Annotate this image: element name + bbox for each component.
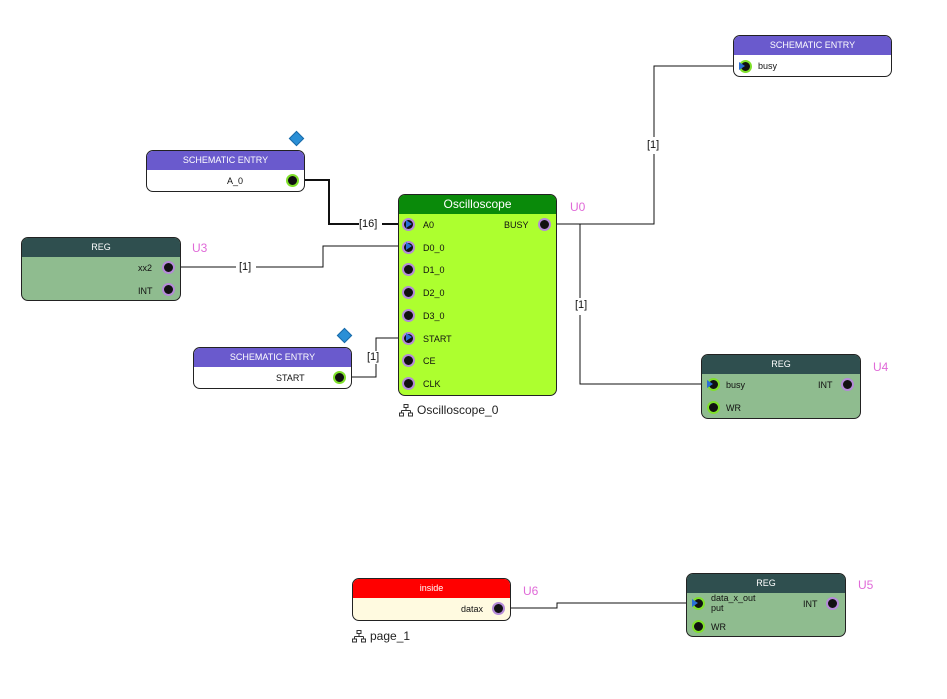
block-header: SCHEMATIC ENTRY [147,151,304,170]
port-start-out[interactable] [333,371,346,384]
oscilloscope-caption: Oscilloscope_0 [399,403,498,417]
instance-label-u5: U5 [858,578,874,592]
input-arrow-icon [692,599,698,607]
input-arrow-icon [406,242,412,251]
port-ce-in[interactable] [402,354,415,368]
port-label-int: INT [803,599,818,609]
wire-a0-bus [300,179,405,225]
input-arrow-icon [406,219,412,228]
port-wr-in[interactable] [692,620,705,633]
block-header: REG [22,238,180,257]
port-busy-out[interactable] [538,218,551,231]
wire-datax [504,602,693,609]
port-xx2[interactable] [162,261,175,274]
block-header: inside [353,579,510,598]
inside-caption: page_1 [352,629,410,643]
port-label-start: START [276,373,305,383]
block-header: SCHEMATIC ENTRY [194,348,351,367]
port-label-data-x-output: data_x_out put [711,593,756,613]
wire-label-busy-down: [1] [575,299,588,312]
port-label-busy: BUSY [504,220,529,230]
port-int[interactable] [162,283,175,296]
port-clk-in[interactable] [402,376,415,390]
port-label-start: START [423,333,452,344]
caption-text: page_1 [370,629,411,643]
port-label-d0-0: D0_0 [423,242,445,253]
schematic-entry-a0[interactable]: SCHEMATIC ENTRY A_0 [146,150,305,192]
wire-label-busy-up: [1] [647,139,660,152]
port-label-int: INT [818,380,833,390]
reg-u5[interactable]: REG data_x_out put WR INT [686,573,846,637]
port-label-a0: A_0 [227,176,244,186]
wire-label-xx2: [1] [239,261,252,274]
block-header: SCHEMATIC ENTRY [734,36,891,55]
port-a0-out[interactable] [286,174,299,187]
reg-u4[interactable]: REG busy WR INT [701,354,861,419]
schematic-entry-start[interactable]: SCHEMATIC ENTRY START [193,347,352,389]
hierarchy-icon [399,404,413,417]
port-label-clk: CLK [423,378,441,389]
input-arrow-icon [707,380,713,388]
block-header: Oscilloscope [399,195,556,214]
port-label-busy: busy [726,380,746,390]
block-header: REG [687,574,845,593]
wire-xx2 [172,245,405,268]
port-label-wr: WR [726,403,741,413]
port-d3-0-in[interactable] [402,308,415,322]
block-header: REG [702,355,860,374]
input-arrow-icon [406,333,412,341]
port-wr-in[interactable] [707,401,720,414]
inside-block[interactable]: inside datax [352,578,511,621]
port-label-d1-0: D1_0 [423,265,445,276]
port-label-a0: A0 [423,220,435,230]
wire-label-start: [1] [367,351,380,364]
port-label-d3-0: D3_0 [423,310,445,321]
port-label-wr: WR [711,622,726,632]
wire-label-a0: [16] [359,218,378,231]
port-d2-0-in[interactable] [402,286,415,300]
wire-busy-up [550,65,740,225]
schematic-entry-busy[interactable]: SCHEMATIC ENTRY busy [733,35,892,77]
wire-busy-down [579,224,708,385]
instance-label-u0: U0 [570,200,586,214]
port-datax-out[interactable] [492,602,505,615]
hierarchy-icon [352,630,366,643]
port-int-out[interactable] [826,597,839,610]
port-label-int: INT [138,286,153,296]
port-d1-0-in[interactable] [402,263,415,277]
port-int-out[interactable] [841,378,854,391]
port-label-datax: datax [461,604,484,614]
port-label-xx2: xx2 [138,263,153,273]
reg-u3[interactable]: REG xx2 INT [21,237,181,301]
port-label-ce: CE [423,356,436,367]
input-arrow-icon [739,62,745,70]
instance-label-u3: U3 [192,241,208,255]
port-label-d2-0: D2_0 [423,288,445,299]
caption-text: Oscilloscope_0 [417,403,499,417]
port-label-busy: busy [758,61,778,71]
instance-label-u4: U4 [873,360,889,374]
instance-label-u6: U6 [523,584,539,598]
